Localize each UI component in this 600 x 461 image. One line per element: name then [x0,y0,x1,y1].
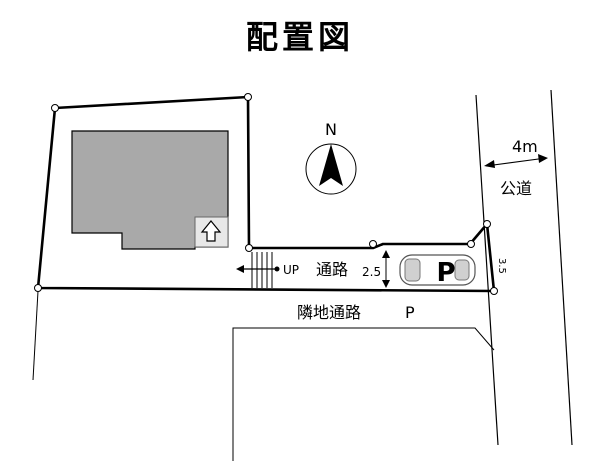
property-boundary [36,95,496,293]
road-line-left [475,94,499,446]
neighbor-parking-label: P [405,303,415,322]
dimension-arrow-down [382,280,390,288]
passage-label: 通路 [316,260,348,279]
road-width-label: 4m [512,137,538,156]
building-footprint [71,130,229,250]
up-arrow-dot [274,266,280,272]
right-edge-dimension-label: 3.5 [496,258,507,274]
public-road-label: 公道 [500,179,532,198]
up-arrow-head [236,265,244,273]
stairs [251,252,273,288]
entrance-arrow-icon [200,220,222,242]
neighbor-lot-left-edge [32,290,39,381]
page-title: 配置図 [246,18,354,56]
up-label: UP [283,263,299,277]
boundary-markers [34,93,498,295]
neighbor-lot-outline [232,327,495,461]
parking-mark: P [436,258,455,288]
passage-width-label: 2.5 [362,265,381,279]
north-label: N [325,120,337,139]
neighbor-passage-label: 隣地通路 [297,303,361,322]
dimension-arrow-up [382,250,390,258]
road-width-dimension [484,154,548,168]
north-compass-icon [305,143,357,195]
road-line-right [550,89,573,446]
car-icon [399,254,476,286]
